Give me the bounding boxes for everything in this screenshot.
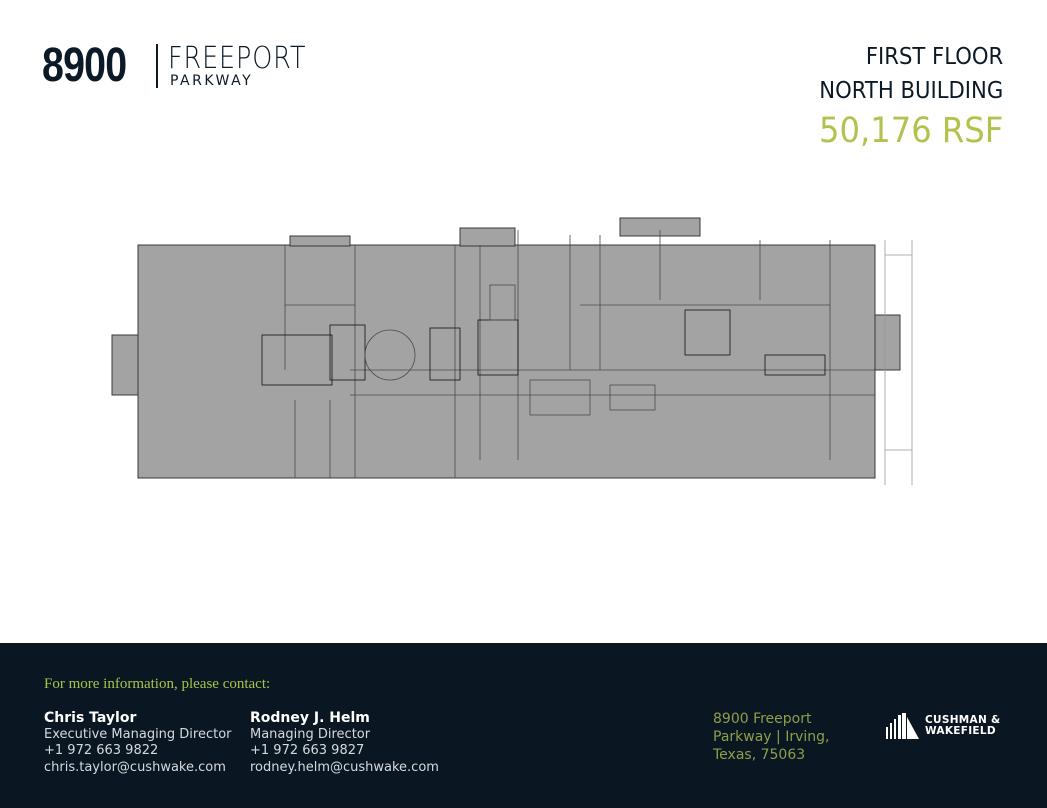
building-bars-icon <box>886 713 919 739</box>
floor-label: FIRST FLOOR <box>865 44 1003 70</box>
property-address: 8900 Freeport Parkway | Irving, Texas, 7… <box>713 711 830 763</box>
contact-name: Chris Taylor <box>44 710 137 726</box>
page-title: FIRST FLOOR NORTH BUILDING 50,176 RSF <box>803 40 1003 154</box>
building-label: NORTH BUILDING <box>818 78 1003 104</box>
contact-phone[interactable]: +1 972 663 9822 <box>44 743 159 758</box>
cushman-wakefield-logo: CUSHMAN & WAKEFIELD <box>886 713 1000 739</box>
brand-line-2: WAKEFIELD <box>925 725 996 737</box>
contact-card: Chris Taylor Executive Managing Director… <box>44 710 232 776</box>
contact-email[interactable]: chris.taylor@cushwake.com <box>44 759 226 775</box>
logo: 8900 FREEPORT PARKWAY <box>42 38 331 93</box>
area-label: 50,176 RSF <box>818 111 1003 151</box>
logo-divider <box>156 43 158 88</box>
contact-phone[interactable]: +1 972 663 9827 <box>250 743 365 758</box>
plan-ext-1 <box>289 235 351 247</box>
plan-right-stair <box>874 314 901 371</box>
plan-main-body <box>137 244 876 479</box>
contact-prompt: For more information, please contact: <box>44 676 271 692</box>
contact-title: Executive Managing Director <box>44 726 232 742</box>
contact-email[interactable]: rodney.helm@cushwake.com <box>250 759 439 775</box>
plan-ext-2 <box>459 227 516 247</box>
contact-title: Managing Director <box>250 726 371 742</box>
brand-line-1: CUSHMAN & <box>925 714 1001 726</box>
floor-plan <box>111 217 913 485</box>
logo-number: 8900 <box>42 39 127 92</box>
contact-name: Rodney J. Helm <box>250 710 370 726</box>
contact-card: Rodney J. Helm Managing Director +1 972 … <box>250 710 439 776</box>
plan-left-stair <box>111 334 139 396</box>
logo-sub: PARKWAY <box>170 72 254 89</box>
footer: For more information, please contact: Ch… <box>0 643 1047 808</box>
logo-name: FREEPORT <box>168 40 307 76</box>
